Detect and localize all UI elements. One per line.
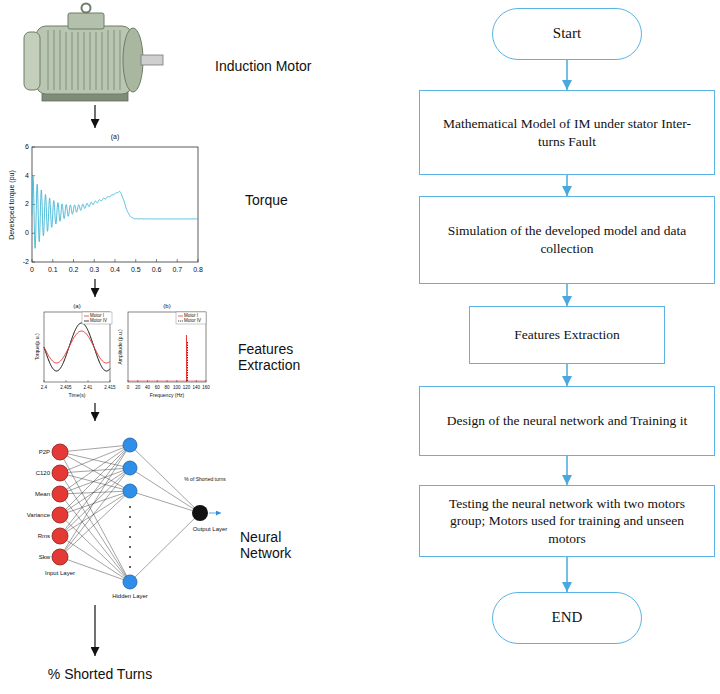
feature-name: P2P bbox=[39, 449, 50, 456]
layer-label: Hidden Layer bbox=[112, 593, 148, 600]
plot-title: (a) bbox=[73, 303, 80, 310]
node-text: END bbox=[552, 608, 583, 628]
tick-label: 0.7 bbox=[172, 266, 182, 274]
layer-label: Output Layer bbox=[193, 526, 228, 533]
node-text: Design of the neural network and Trainin… bbox=[447, 412, 687, 430]
torque-plot bbox=[32, 147, 198, 262]
tick-label: 120 bbox=[183, 385, 191, 390]
process-box: Mathematical Model of IM under stator In… bbox=[419, 90, 715, 175]
layer-label: Input Layer bbox=[45, 570, 75, 577]
process-box: Features Extraction bbox=[469, 306, 665, 364]
tick-label: 2.41 bbox=[84, 385, 93, 390]
node-text: Start bbox=[553, 24, 581, 44]
tick-label: 0 bbox=[30, 266, 34, 274]
tick-label: 2.4 bbox=[41, 385, 47, 390]
output-label: % of Shorted turns bbox=[184, 477, 225, 483]
legend-line-sample bbox=[178, 321, 183, 322]
tick-label: -2 bbox=[23, 258, 29, 266]
flow-arrow bbox=[566, 175, 568, 196]
component-label: Induction Motor bbox=[215, 58, 312, 74]
tick-label: 0.6 bbox=[152, 266, 162, 274]
tick-label: 0.5 bbox=[131, 266, 141, 274]
tick-label: 4 bbox=[25, 172, 29, 180]
process-box: Testing the neural network with two moto… bbox=[419, 485, 715, 557]
feature-name: C120 bbox=[36, 470, 50, 477]
tick-label: 2 bbox=[25, 200, 29, 208]
tick-label: 0.4 bbox=[110, 266, 120, 274]
axis-label: Frequency (Hz) bbox=[150, 393, 184, 399]
legend-text: Motor IV bbox=[90, 319, 107, 324]
tick-label: 0.1 bbox=[48, 266, 58, 274]
flow-arrow bbox=[566, 284, 568, 306]
legend-line-sample bbox=[84, 316, 89, 317]
legend-line-sample bbox=[178, 316, 183, 317]
stage-label: Torque bbox=[245, 192, 288, 208]
motor-illustration bbox=[24, 4, 163, 102]
flow-arrow bbox=[566, 364, 568, 386]
tick-label: 140 bbox=[192, 385, 200, 390]
node-text: Simulation of the developed model and da… bbox=[430, 222, 704, 257]
feature-name: Skw bbox=[39, 554, 50, 561]
axis-label: Developed torque (pu) bbox=[8, 170, 16, 240]
tick-label: 0.2 bbox=[69, 266, 79, 274]
stage-label: Neural Network bbox=[240, 529, 320, 561]
tick-label: 20 bbox=[135, 385, 140, 390]
legend-line-sample bbox=[84, 321, 89, 322]
tick-label: 60 bbox=[155, 385, 160, 390]
axis-label: Amplitude (p.u.) bbox=[118, 329, 124, 364]
node-text: Testing the neural network with two moto… bbox=[430, 495, 704, 548]
feature-name: Variance bbox=[27, 512, 50, 519]
neural-network-figure bbox=[52, 438, 208, 589]
result-label: % Shorted Turns bbox=[48, 666, 152, 682]
tick-label: 160 bbox=[202, 385, 210, 390]
flow-arrow bbox=[566, 456, 568, 485]
tick-label: 2.405 bbox=[60, 385, 71, 390]
tick-label: 100 bbox=[173, 385, 181, 390]
plot-title: (a) bbox=[111, 133, 120, 141]
tick-label: 40 bbox=[145, 385, 150, 390]
feature-plots bbox=[44, 312, 206, 382]
plot-title: (b) bbox=[163, 303, 170, 310]
tick-label: 0.8 bbox=[193, 266, 203, 274]
legend-text: Motor IV bbox=[184, 319, 201, 324]
tick-label: 0 bbox=[127, 385, 130, 390]
tick-label: 6 bbox=[25, 143, 29, 151]
node-text: Features Extraction bbox=[514, 326, 619, 344]
flow-arrow bbox=[566, 60, 568, 90]
flow-arrow bbox=[566, 557, 568, 592]
terminal-node: Start bbox=[492, 8, 642, 60]
tick-label: 0.3 bbox=[89, 266, 99, 274]
axis-label: Torque(p.u.) bbox=[34, 334, 40, 361]
output-arrow bbox=[209, 513, 221, 514]
tick-label: 0 bbox=[25, 229, 29, 237]
stage-label: Features Extraction bbox=[238, 341, 338, 373]
tick-label: 80 bbox=[164, 385, 169, 390]
feature-name: Mean bbox=[35, 491, 50, 498]
tick-label: 2.415 bbox=[104, 385, 115, 390]
process-box: Design of the neural network and Trainin… bbox=[419, 386, 715, 456]
terminal-node: END bbox=[492, 592, 642, 644]
node-text: Mathematical Model of IM under stator In… bbox=[430, 115, 704, 150]
axis-label: Time(s) bbox=[69, 393, 86, 399]
feature-name: Rms bbox=[38, 533, 50, 540]
process-box: Simulation of the developed model and da… bbox=[419, 196, 715, 284]
